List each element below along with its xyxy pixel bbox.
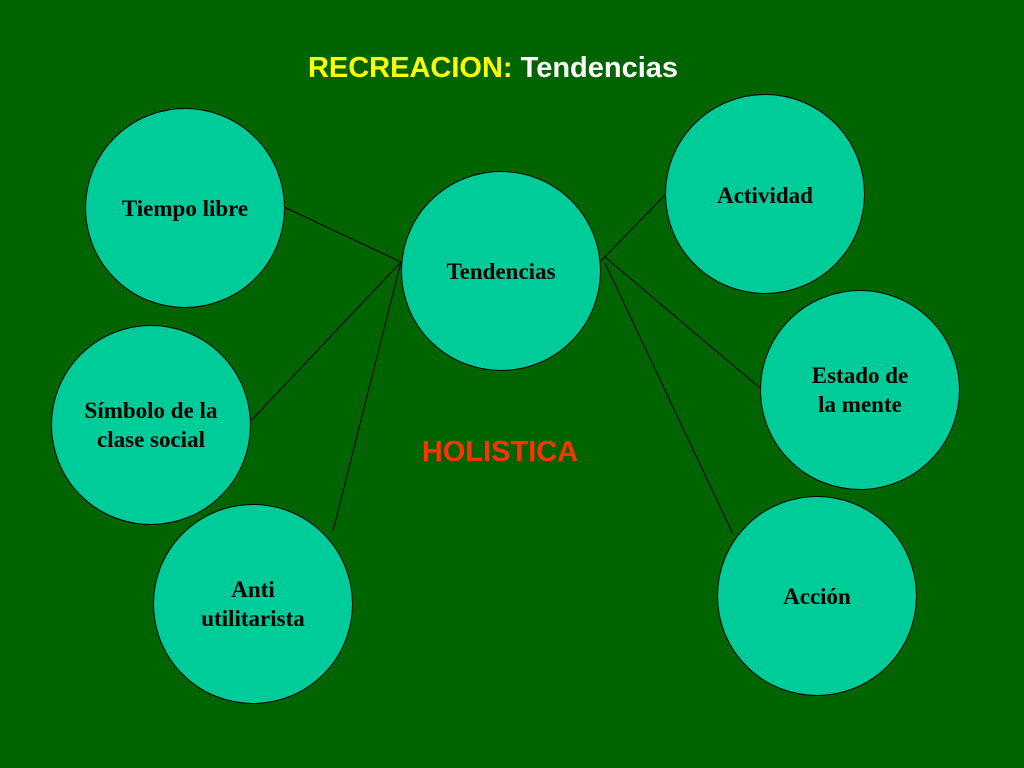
connector-anti-utilitarista bbox=[332, 261, 402, 532]
title-suffix: Tendencias bbox=[520, 52, 679, 84]
connector-simbolo bbox=[246, 261, 402, 426]
node-tiempo-libre: Tiempo libre bbox=[85, 108, 285, 308]
node-estado-mente-label: Estado de la mente bbox=[811, 363, 909, 417]
connector-estado-mente bbox=[604, 256, 761, 389]
node-estado-mente: Estado de la mente bbox=[760, 290, 960, 490]
holistica-label: HOLISTICA bbox=[421, 436, 579, 468]
node-actividad: Actividad bbox=[665, 94, 865, 294]
connector-accion bbox=[604, 262, 734, 535]
node-simbolo-clase-social: Símbolo de la clase social bbox=[51, 325, 251, 525]
slide-title: RECREACION: Tendencias bbox=[0, 48, 986, 88]
node-accion: Acción bbox=[717, 496, 917, 696]
node-tendencias-center: Tendencias bbox=[401, 171, 601, 371]
connector-tiempo-libre bbox=[283, 206, 402, 263]
node-anti-utilitarista-label: Anti utilitarista bbox=[201, 577, 305, 631]
node-accion-label: Acción bbox=[783, 583, 851, 609]
node-tendencias-center-label: Tendencias bbox=[446, 258, 556, 284]
connector-actividad bbox=[597, 194, 666, 265]
node-simbolo-clase-social-label: Símbolo de la clase social bbox=[84, 398, 218, 452]
node-anti-utilitarista: Anti utilitarista bbox=[153, 504, 353, 704]
node-tiempo-libre-label: Tiempo libre bbox=[121, 195, 249, 221]
title-prefix: RECREACION: bbox=[307, 52, 513, 84]
node-actividad-label: Actividad bbox=[717, 183, 813, 208]
